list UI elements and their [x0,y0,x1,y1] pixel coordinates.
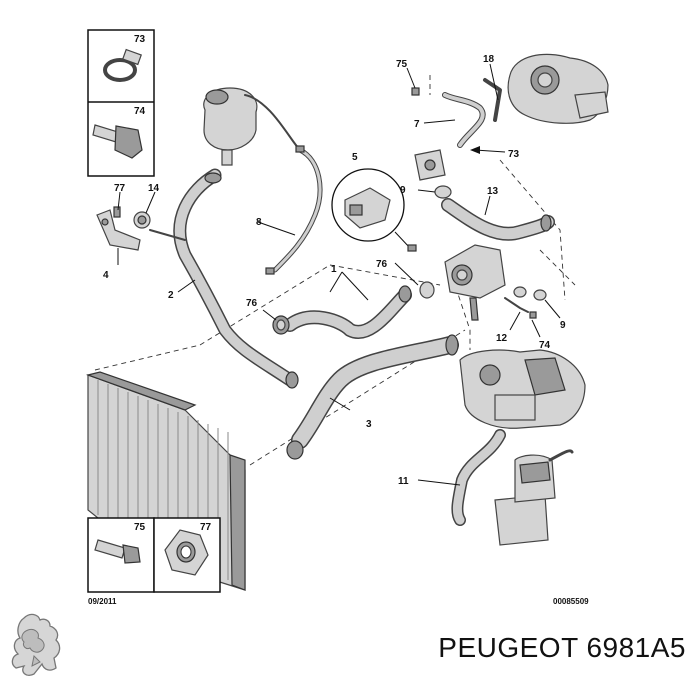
callout-1: 1 [331,264,337,275]
callout-9-top: 9 [400,185,406,196]
callout-77-box: 77 [200,522,212,533]
hose-clamp-icon [103,48,142,82]
hose-3 [286,334,459,460]
hose-2 [149,168,299,389]
sensor-detail [331,168,417,252]
hose-11 [451,429,506,526]
callout-74-right: 74 [539,340,551,351]
callout-8: 8 [256,217,262,228]
bolt-icon [92,124,143,159]
expansion-tank [203,87,301,166]
detail-box-73-74 [87,29,155,177]
reference-code: 00085509 [553,597,589,606]
peugeot-lion-logo-icon [11,613,61,676]
callout-73-box: 73 [134,34,146,45]
clamps [272,87,537,335]
callout-3: 3 [366,419,372,430]
callout-76-left: 76 [246,298,258,309]
hose-1 [283,285,412,339]
part-number: 6981A5 [586,632,686,663]
nut-icon [164,529,209,576]
detail-box-75 [87,517,155,593]
hose-13 [441,198,555,241]
callout-7: 7 [414,119,420,130]
callout-77-left: 77 [114,183,126,194]
callout-18: 18 [483,54,495,65]
callout-5: 5 [352,152,358,163]
brand-name: PEUGEOT [438,632,579,663]
turbocharger [507,53,609,124]
hose-8 [265,145,323,275]
part-caption: PEUGEOT 6981A5 [438,632,686,664]
callout-74-box: 74 [134,106,146,117]
callout-2: 2 [168,290,174,301]
callout-11: 11 [398,476,409,487]
detail-box-77 [153,517,221,593]
bracket-4 [96,206,151,251]
callout-73-right: 73 [508,149,520,160]
callout-76-right: 76 [376,259,388,270]
callout-14: 14 [148,183,160,194]
callout-13: 13 [487,186,499,197]
callout-12: 12 [496,333,508,344]
date-code: 09/2011 [88,597,117,606]
oil-cooler [494,449,574,546]
egr-assembly [459,349,586,429]
callout-75-top: 75 [396,59,408,70]
screw-icon [94,539,141,564]
callout-4: 4 [103,270,109,281]
callout-9-right: 9 [560,320,566,331]
thermostat-housing [419,244,547,321]
flange-gasket [414,149,452,199]
callout-labels: 73 74 77 14 4 75 18 7 73 5 9 13 8 2 76 1… [88,34,589,606]
callout-75-box: 75 [134,522,146,533]
leader-lines [117,63,561,486]
pipe-7 [442,78,502,148]
